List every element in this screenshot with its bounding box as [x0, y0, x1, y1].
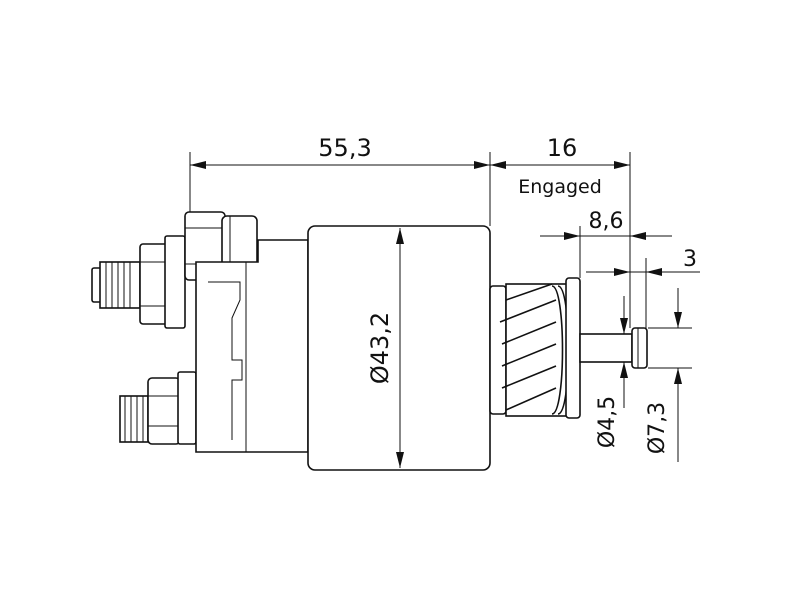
dimension-length-body: 55,3: [189, 134, 491, 226]
dimension-label-3: 3: [683, 247, 697, 272]
dimension-note-engaged: Engaged: [518, 176, 602, 198]
dimension-label-8-6: 8,6: [589, 209, 624, 234]
dimension-label-d7-3: Ø7,3: [645, 402, 670, 454]
end-cap: [195, 239, 309, 453]
dimension-diameter-tip: Ø7,3: [645, 288, 692, 462]
solenoid-body: [307, 225, 491, 471]
terminal-stud-lower: [119, 371, 197, 445]
dimension-label-d43-2: Ø43,2: [366, 312, 394, 384]
dimension-length-stroke: 16 Engaged: [490, 134, 631, 328]
dimension-length-tip: 3: [586, 247, 700, 328]
dimension-diameter-plunger: Ø4,5: [595, 296, 628, 448]
plunger-assembly: [489, 277, 648, 419]
dimension-label-d4-5: Ø4,5: [595, 396, 620, 448]
dimension-length-plunger-tip: 8,6: [540, 209, 672, 278]
dimension-diameter-body: Ø43,2: [366, 228, 404, 468]
dimension-label-16: 16: [547, 134, 578, 162]
dimension-label-55-3: 55,3: [318, 134, 371, 162]
